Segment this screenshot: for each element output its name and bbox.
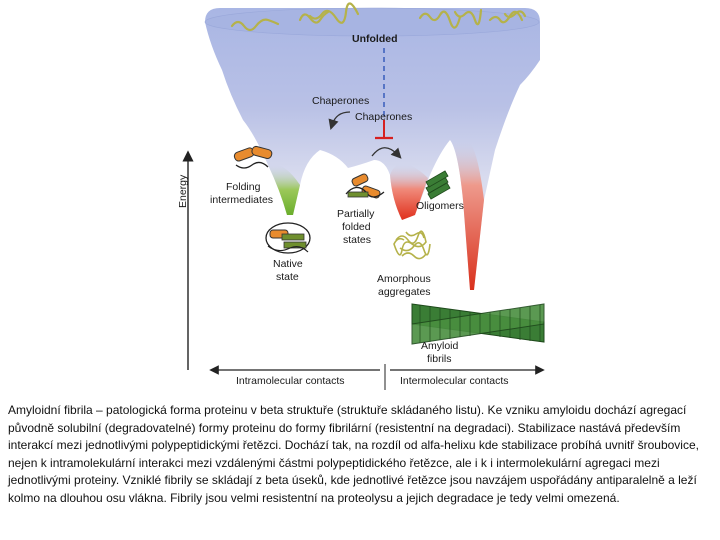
label-folding-1: Folding	[226, 181, 261, 193]
native-state-structure	[266, 223, 310, 253]
label-amorphous-1: Amorphous	[377, 273, 431, 285]
figure-caption: Amyloidní fibrila – patologická forma pr…	[8, 402, 712, 508]
label-folding-2: intermediates	[210, 194, 273, 206]
amyloid-fibrils-structure	[412, 304, 544, 344]
label-partially-3: states	[343, 234, 371, 246]
energy-axis-label: Energy	[177, 174, 189, 208]
label-partially-1: Partially	[337, 208, 375, 220]
label-amyloid-2: fibrils	[427, 353, 452, 365]
label-unfolded: Unfolded	[352, 33, 398, 45]
amorphous-aggregates-structure	[394, 231, 430, 258]
label-chaperones-1: Chaperones	[312, 95, 369, 107]
intermolecular-label: Intermolecular contacts	[400, 375, 509, 387]
label-chaperones-2: Chaperones	[355, 111, 412, 123]
energy-landscape-diagram: Unfolded Chaperones Chaperones Folding i…	[0, 0, 720, 400]
intramolecular-label: Intramolecular contacts	[236, 375, 345, 387]
funnel-rim	[205, 8, 539, 36]
label-native-1: Native	[273, 258, 303, 270]
label-oligomers: Oligomers	[416, 200, 464, 212]
label-partially-2: folded	[342, 221, 371, 233]
label-amyloid-1: Amyloid	[421, 340, 459, 352]
partially-folded-structure	[346, 173, 384, 199]
label-native-2: state	[276, 271, 299, 283]
label-amorphous-2: aggregates	[378, 286, 431, 298]
folding-intermediates-structure	[233, 146, 272, 168]
